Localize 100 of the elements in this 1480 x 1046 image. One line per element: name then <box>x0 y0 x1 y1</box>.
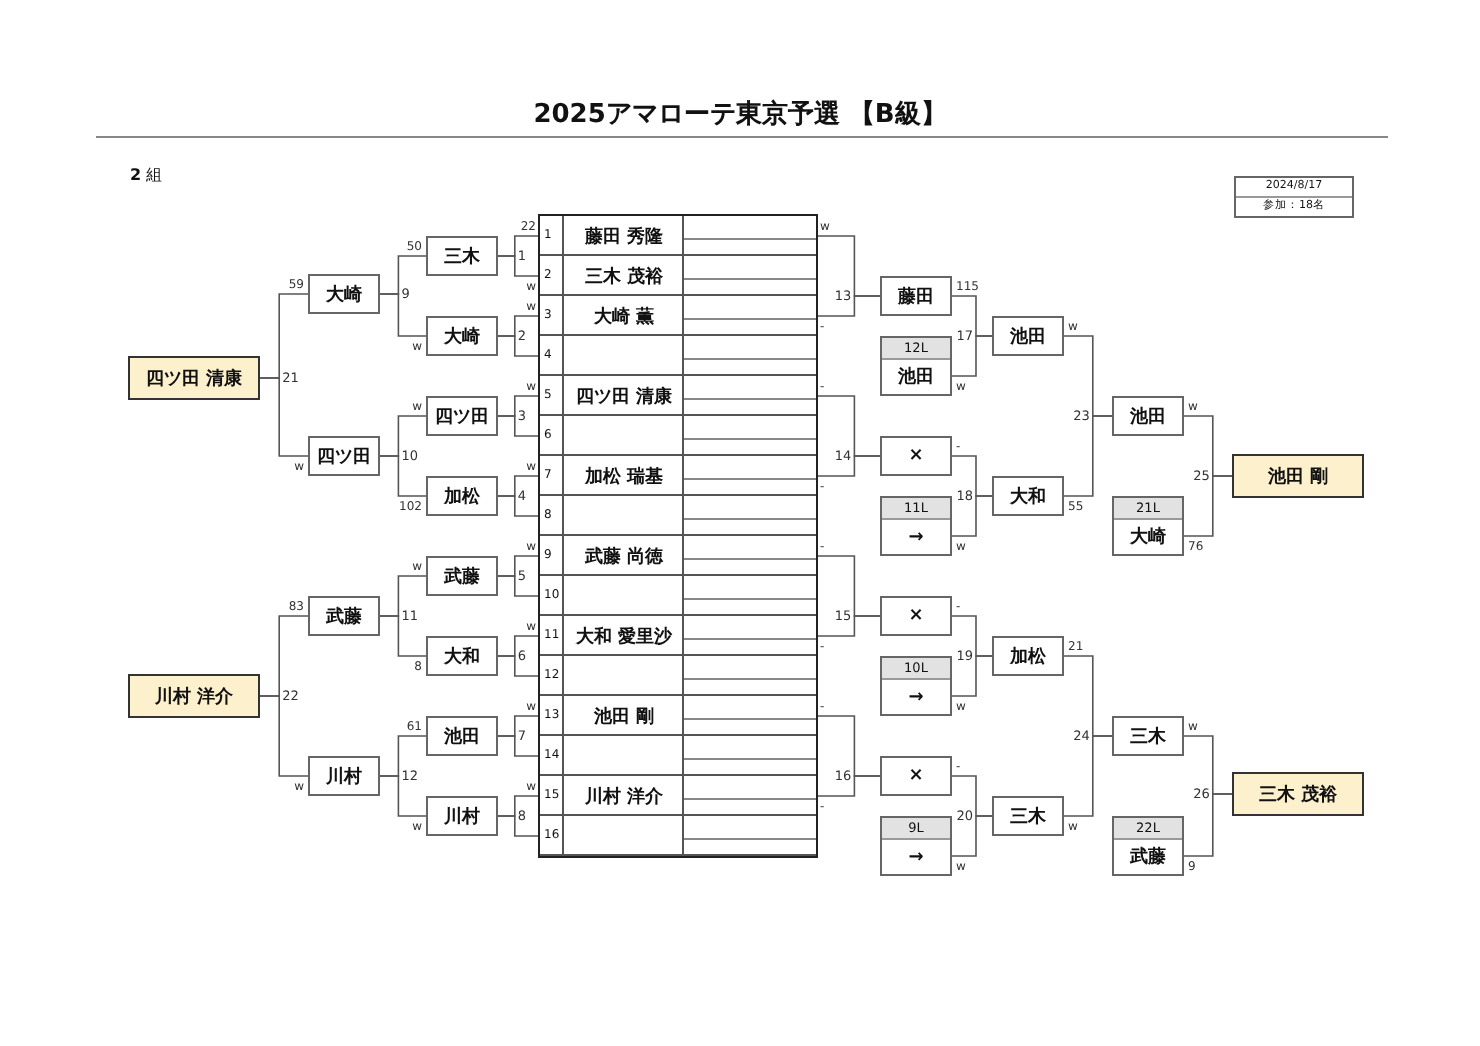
name-box <box>992 316 1064 356</box>
player-name: 池田 <box>1010 324 1046 349</box>
name-box <box>992 636 1064 676</box>
name-box <box>426 396 498 436</box>
player-name: 三木 <box>1130 724 1166 749</box>
player-name: 川村 洋介 <box>582 784 666 810</box>
player-name: 大崎 <box>444 324 480 349</box>
bracket-line <box>379 455 427 497</box>
table-row <box>540 216 816 256</box>
name-box <box>880 496 952 556</box>
table-row <box>540 576 816 616</box>
player-name: 武藤 <box>1130 844 1166 870</box>
table-row <box>540 256 816 296</box>
name-box <box>426 476 498 516</box>
group-label: 2 組 <box>130 164 163 186</box>
bracket-line <box>815 775 881 797</box>
player-name: 川村 <box>326 764 362 789</box>
bracket-line <box>1063 735 1113 817</box>
bracket-line <box>951 655 993 697</box>
table-row <box>540 736 816 776</box>
bracket-line <box>1183 793 1233 857</box>
player-name: 池田 <box>1130 404 1166 429</box>
name-box <box>1112 496 1184 556</box>
table-row <box>540 376 816 416</box>
table-row <box>540 496 816 536</box>
player-name: → <box>908 847 924 867</box>
table-row <box>540 456 816 496</box>
player-name: 加松 <box>444 484 480 509</box>
bracket-line <box>951 815 993 857</box>
name-box <box>992 476 1064 516</box>
bracket-line <box>259 377 309 457</box>
bracket-line <box>815 295 881 317</box>
player-name: × <box>908 446 924 466</box>
bracket-line <box>497 735 541 757</box>
table-row <box>540 536 816 576</box>
player-name: 藤田 <box>898 284 934 309</box>
name-box <box>426 636 498 676</box>
player-name: 三木 <box>444 244 480 269</box>
name-box <box>880 756 952 796</box>
table-row <box>540 616 816 656</box>
player-name: 武藤 尚徳 <box>582 544 666 570</box>
winner-box <box>128 356 260 400</box>
bracket-line <box>497 335 541 357</box>
title: 2025アマローテ東京予選 【B級】 <box>531 97 949 132</box>
player-name: 池田 剛 <box>591 704 657 730</box>
name-box <box>880 816 952 876</box>
bracket-line <box>379 293 427 337</box>
player-name: 大和 <box>1010 484 1046 509</box>
player-name: 大和 愛里沙 <box>573 624 675 650</box>
player-name: 加松 瑞基 <box>582 464 666 490</box>
bracket-line <box>951 495 993 537</box>
player-name: 池田 剛 <box>1267 464 1329 489</box>
player-name: 武藤 <box>444 564 480 589</box>
player-name: 川村 <box>444 804 480 829</box>
name-box <box>426 716 498 756</box>
bracket-line <box>497 415 541 437</box>
table-row <box>540 416 816 456</box>
player-name: × <box>908 606 924 626</box>
name-box <box>426 316 498 356</box>
bracket-line <box>497 575 541 597</box>
winner-box <box>1232 772 1364 816</box>
bracket-line <box>379 775 427 817</box>
bracket-line <box>259 695 309 777</box>
bracket-line <box>379 615 427 657</box>
player-name: 三木 <box>1010 804 1046 829</box>
bracket-line <box>497 815 541 837</box>
player-name: 武藤 <box>326 604 362 629</box>
player-name: 四ツ田 清康 <box>145 366 243 391</box>
name-box <box>308 596 380 636</box>
player-name: 加松 <box>1010 644 1046 669</box>
player-name: → <box>908 527 924 547</box>
name-box <box>308 436 380 476</box>
player-name: 藤田 秀隆 <box>582 224 666 250</box>
name-box <box>880 656 952 716</box>
name-box <box>1112 396 1184 436</box>
name-box <box>308 756 380 796</box>
bracket-line <box>815 455 881 477</box>
bracket-line <box>1183 475 1233 537</box>
player-name: 大崎 <box>326 282 362 307</box>
name-box <box>992 796 1064 836</box>
name-box <box>1112 716 1184 756</box>
player-name: 池田 <box>444 724 480 749</box>
player-name: 大崎 薫 <box>591 304 657 330</box>
bracket-line <box>497 495 541 517</box>
player-name: × <box>908 766 924 786</box>
player-name: 四ツ田 <box>317 445 371 469</box>
player-name: 大崎 <box>1130 524 1166 550</box>
table-row <box>540 656 816 696</box>
bracket-line <box>497 655 541 677</box>
name-box <box>880 596 952 636</box>
player-name: 四ツ田 <box>435 405 489 429</box>
player-name: 池田 <box>898 364 934 390</box>
table-row <box>540 696 816 736</box>
player-name: 三木 茂裕 <box>582 264 666 290</box>
winner-box <box>1232 454 1364 498</box>
bracket-line <box>815 615 881 637</box>
player-name: 大和 <box>444 644 480 669</box>
player-name: → <box>908 687 924 707</box>
name-box <box>426 236 498 276</box>
bracket-line <box>1063 415 1113 497</box>
